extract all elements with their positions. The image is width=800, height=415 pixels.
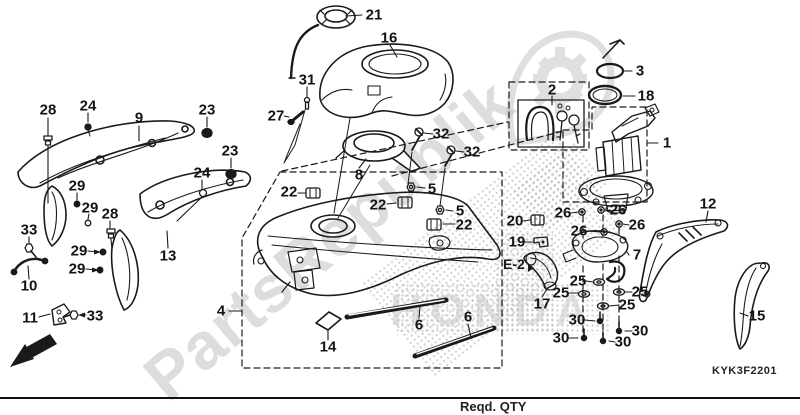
part-callout-20: 20 [506, 212, 524, 230]
part-callout-1: 1 [662, 134, 672, 152]
part-callout-19: 19 [508, 233, 526, 251]
part-callout-6: 6 [414, 316, 424, 334]
part-callout-28: 28 [39, 101, 57, 119]
cap-20 [530, 214, 545, 226]
part-callout-30: 30 [552, 329, 570, 347]
part-callout-14: 14 [319, 338, 337, 356]
part-callout-32: 32 [463, 143, 481, 161]
part-callout-33: 33 [20, 221, 38, 239]
part-callout-12: 12 [699, 195, 717, 213]
part-callout-30: 30 [568, 311, 586, 329]
side-cover-15 [733, 262, 770, 350]
part-callout-29: 29 [70, 242, 88, 260]
part-callout-9: 9 [134, 109, 144, 127]
key-set-2 [517, 99, 585, 148]
part-callout-31: 31 [298, 71, 316, 89]
part-callout-26: 26 [554, 204, 572, 222]
part-callout-22: 22 [369, 196, 387, 214]
part-callout-5: 5 [427, 180, 437, 198]
shroud-13 [110, 169, 252, 311]
part-callout-5: 5 [455, 202, 465, 220]
clamp-19 [533, 236, 549, 248]
part-callout-32: 32 [432, 125, 450, 143]
part-callout-26: 26 [609, 201, 627, 219]
part-callout-4: 4 [216, 302, 226, 320]
fuel-cap-21 [288, 5, 356, 80]
bracket-11 [51, 303, 71, 326]
fastener-glyphs [24, 96, 626, 345]
part-callout-25: 25 [569, 272, 587, 290]
stay-10 [10, 257, 49, 276]
leader-lines [27, 14, 749, 343]
part-callout-23: 23 [221, 142, 239, 160]
filler-neck-8 [335, 130, 421, 173]
fuel-pump-1 [578, 103, 660, 214]
o-ring-3 [595, 39, 625, 80]
part-callout-8: 8 [354, 166, 364, 184]
part-callout-10: 10 [20, 277, 38, 295]
part-callout-30: 30 [614, 333, 632, 351]
part-callout-6: 6 [463, 308, 473, 326]
part-callout-26: 26 [570, 222, 588, 240]
assembly-line [283, 109, 306, 164]
part-callout-22: 22 [280, 183, 298, 201]
part-callout-11: 11 [22, 309, 38, 327]
tank-cover-16 [319, 43, 454, 119]
part-callout-2: 2 [547, 81, 557, 99]
footer-rule [0, 397, 800, 400]
part-callout-23: 23 [198, 101, 216, 119]
side-cover-12 [638, 219, 729, 303]
assembly-line [333, 117, 371, 219]
part-callout-16: 16 [380, 29, 398, 47]
fuel-tank [252, 191, 501, 297]
part-callout-18: 18 [637, 87, 655, 105]
diagram-code: KYK3F2201 [712, 365, 778, 377]
part-callout-29: 29 [81, 199, 99, 217]
part-callout-25: 25 [552, 284, 570, 302]
part-callout-25: 25 [631, 283, 649, 301]
part-callout-22: 22 [455, 216, 473, 234]
part-callout-25: 25 [618, 296, 636, 314]
part-callout-29: 29 [68, 260, 86, 278]
assembly-box [241, 81, 648, 369]
fuel-tube-17 [523, 251, 559, 291]
footer-table-header: Reqd. QTY [460, 399, 527, 414]
e2-reference-label: E-2 [503, 256, 525, 272]
part-callout-24: 24 [79, 97, 97, 115]
fr-direction-arrow [10, 334, 57, 367]
part-callout-33: 33 [86, 307, 104, 325]
part-callout-15: 15 [748, 307, 766, 325]
leader-arrowheads [78, 249, 534, 318]
exploded-view-art: FR. E-2 [10, 5, 770, 369]
tank-pad-14 [315, 311, 342, 331]
shroud-9 [17, 120, 195, 247]
part-callout-28: 28 [101, 205, 119, 223]
part-callout-13: 13 [159, 247, 177, 265]
rubber-strip-6 [344, 297, 497, 359]
part-callout-27: 27 [267, 107, 285, 125]
part-callout-17: 17 [533, 295, 551, 313]
o-ring-18 [587, 84, 623, 106]
part-callout-24: 24 [193, 164, 211, 182]
part-callout-30: 30 [631, 322, 649, 340]
part-callout-21: 21 [365, 6, 383, 24]
parts-diagram: PartsRepublik HONDA [0, 5, 800, 414]
part-callout-29: 29 [68, 177, 86, 195]
bracket-7 [562, 230, 629, 283]
part-callout-7: 7 [632, 246, 642, 264]
part-callout-3: 3 [635, 62, 645, 80]
part-callout-26: 26 [628, 216, 646, 234]
